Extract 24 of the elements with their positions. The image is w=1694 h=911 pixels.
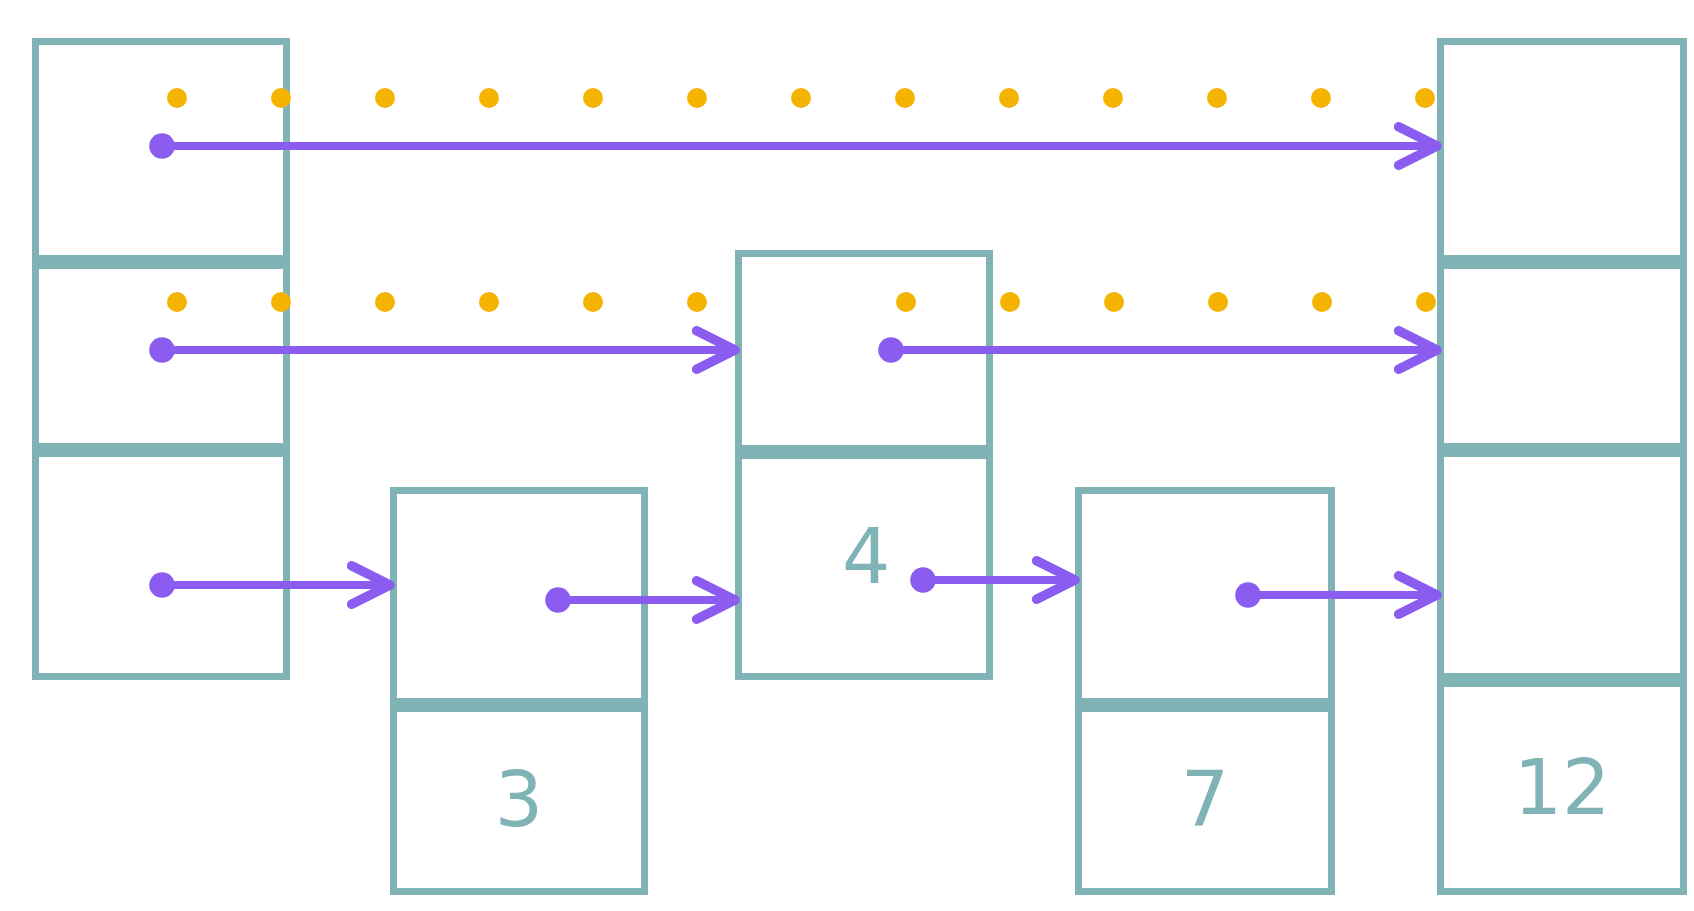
pointer-arrow [149,561,395,609]
list-cell [1075,487,1335,705]
list-cell [1437,450,1687,680]
pointer-arrow [149,326,740,374]
list-cell [390,705,648,895]
list-cell [735,250,993,452]
list-cell [1437,262,1687,450]
pointer-arrow [878,326,1442,374]
list-cell [1075,705,1335,895]
node-value: 3 [494,762,544,838]
pointer-arrow [1235,571,1442,619]
list-cell [1437,680,1687,895]
node-value: 7 [1180,762,1230,838]
list-cell [32,450,290,680]
list-cell [1437,38,1687,262]
pointer-arrow [910,556,1080,604]
list-cell [735,452,993,680]
pointer-arrow [545,576,740,624]
list-cell [390,487,648,705]
pointer-arrow [149,122,1442,170]
node-value: 4 [842,519,891,595]
list-cell [32,38,290,262]
node-value: 12 [1513,749,1611,826]
list-cell [32,262,290,450]
